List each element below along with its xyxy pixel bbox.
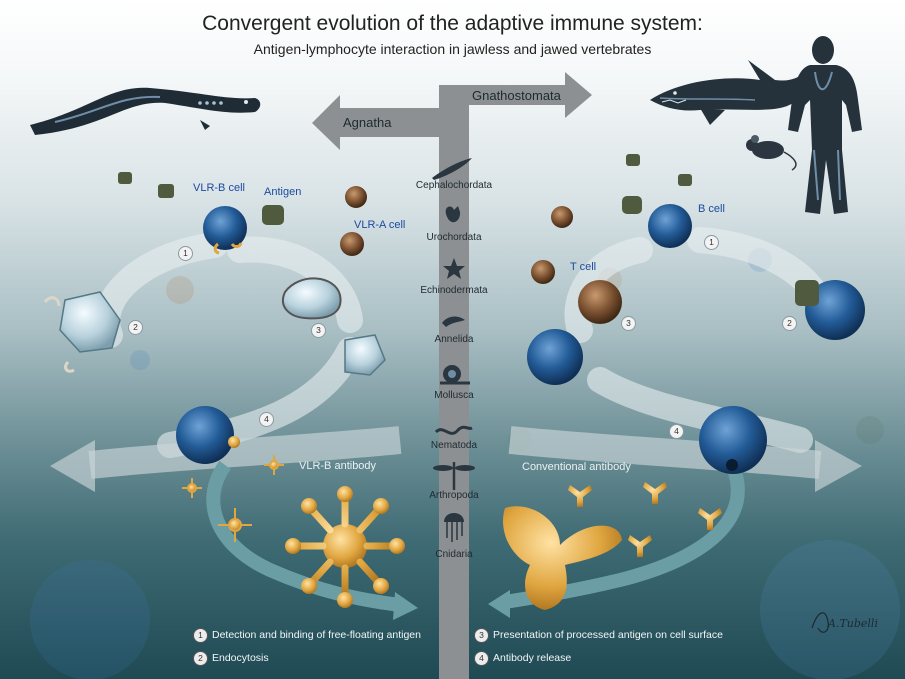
endocytosis-cell-left	[43, 291, 121, 373]
conventional-antibody-large	[502, 506, 622, 610]
shark-illustration	[650, 60, 806, 125]
tunicate-icon	[445, 206, 461, 223]
legend-badge-1: 1	[193, 628, 208, 643]
diagram-title: Convergent evolution of the adaptive imm…	[202, 12, 703, 35]
taxon-echinodermata: Echinodermata	[420, 285, 488, 296]
taxon-annelida: Annelida	[434, 334, 474, 345]
lancelet-icon	[432, 158, 472, 180]
signature-mark	[811, 612, 829, 633]
vlrb-cell-step4	[176, 406, 240, 464]
human-illustration	[788, 36, 862, 214]
label-antigen: Antigen	[264, 186, 302, 198]
b-cell-endocytosis	[795, 280, 865, 340]
legend-text-1: Detection and binding of free-floating a…	[212, 629, 421, 641]
step-badge-left-4: 4	[259, 412, 274, 427]
step-badge-right-4: 4	[669, 424, 684, 439]
taxon-mollusca: Mollusca	[434, 390, 474, 401]
branch-label-agnatha: Agnatha	[343, 115, 392, 130]
free-antigens	[118, 154, 692, 198]
step-badge-left-3: 3	[311, 323, 326, 338]
label-vlra-cell: VLR-A cell	[354, 219, 406, 231]
left-pathway	[94, 232, 363, 458]
taxon-cnidaria: Cnidaria	[435, 549, 473, 560]
vlrb-release-arrow	[206, 460, 401, 612]
right-release-arrow	[508, 426, 862, 492]
vlrb-antibody-small	[182, 455, 284, 542]
vlra-presenting-cell	[282, 277, 386, 376]
snail-icon	[440, 365, 470, 385]
vlrb-antibody-large	[285, 486, 405, 608]
worm-icon	[442, 316, 465, 327]
legend-badge-3: 3	[474, 628, 489, 643]
starfish-icon	[443, 258, 465, 279]
conventional-antibodies-small	[568, 482, 722, 557]
left-release-arrow	[50, 426, 402, 492]
taxon-arthropoda: Arthropoda	[429, 490, 479, 501]
step-badge-left-2: 2	[128, 320, 143, 335]
label-vlrb-antibody: VLR-B antibody	[299, 460, 377, 472]
t-cells	[531, 206, 622, 324]
taxon-urochordata: Urochordata	[426, 232, 482, 243]
label-t-cell: T cell	[570, 261, 597, 273]
branch-label-gnathostomata: Gnathostomata	[472, 88, 561, 103]
nematode-icon	[434, 425, 473, 435]
step-badge-left-1: 1	[178, 246, 193, 261]
dragonfly-icon	[433, 462, 475, 490]
legend-text-2: Endocytosis	[212, 652, 269, 664]
jellyfish-icon	[444, 513, 464, 542]
right-pathway	[564, 227, 833, 453]
legend-badge-4: 4	[474, 651, 489, 666]
artist-signature: A.Tubelli	[828, 617, 878, 630]
taxon-nematoda: Nematoda	[430, 440, 478, 451]
vlrb-cell-step1	[203, 205, 284, 255]
b-cell-step1	[622, 196, 692, 248]
diagram-subtitle: Antigen-lymphocyte interaction in jawles…	[253, 41, 652, 57]
b-cell-step4	[699, 406, 767, 474]
label-b-cell: B cell	[698, 203, 725, 215]
vlra-cells	[340, 186, 367, 256]
taxon-cephalochordata: Cephalochordata	[415, 180, 493, 191]
mouse-illustration	[746, 135, 797, 171]
step-badge-right-3: 3	[621, 316, 636, 331]
legend-text-3: Presentation of processed antigen on cel…	[493, 629, 723, 641]
legend-text-4: Antibody release	[493, 652, 572, 664]
label-vlrb-cell: VLR-B cell	[193, 182, 245, 194]
step-badge-right-1: 1	[704, 235, 719, 250]
step-badge-right-2: 2	[782, 316, 797, 331]
b-cell-presenting	[527, 329, 583, 385]
legend-badge-2: 2	[193, 651, 208, 666]
label-conventional-antibody: Conventional antibody	[522, 461, 631, 473]
lamprey-illustration	[30, 87, 261, 135]
